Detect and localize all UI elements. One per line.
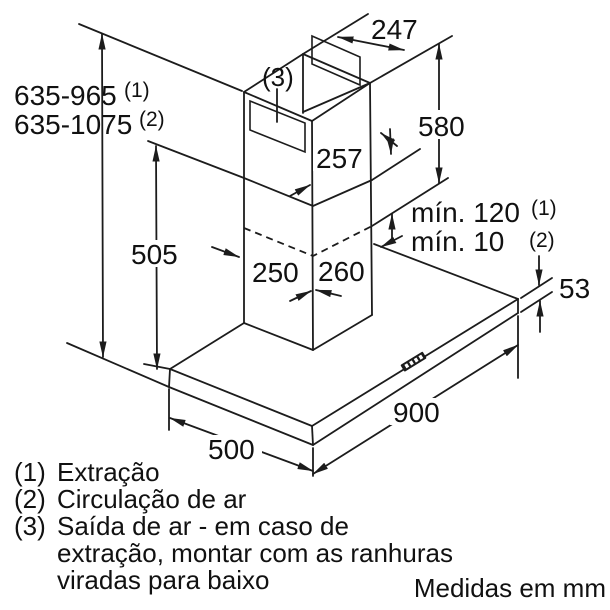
legend: (1) Extração (2) Circulação de ar (3) Sa…: [14, 457, 606, 603]
legend-3-num: (3): [14, 511, 46, 541]
legend-3-text-cont1: extração, montar com as ranhuras: [57, 538, 453, 568]
min-clearance-extraction-ref: (1): [531, 197, 557, 220]
legend-2-text: Circulação de ar: [57, 484, 247, 514]
dim-260-arrow: [315, 289, 342, 298]
canopy-thickness-label: 53: [559, 273, 590, 304]
units-note: Medidas em mm: [414, 573, 606, 603]
min-clearance-recirculation-label: mín. 10: [411, 226, 504, 257]
overlap-adjust-arrow-down: [386, 128, 394, 155]
thickness-tick-top: [520, 277, 553, 299]
dim-min-lower-arrow: [380, 235, 403, 248]
dimension-lines: [98, 33, 544, 475]
chimney-bottom-left: [243, 322, 314, 351]
chimney-top-rear-right: [302, 53, 371, 84]
legend-1-text: Extração: [57, 457, 160, 487]
hood-bottom-extension-left: [66, 342, 170, 388]
chimney-section-seam: [243, 177, 373, 207]
chimney-top-depth-label: 247: [371, 14, 418, 45]
chimney-inner-edge: [302, 82, 371, 113]
wall-height-label: 505: [131, 239, 178, 270]
legend-2-num: (2): [14, 484, 46, 514]
legend-3-text-cont2: viradas para baixo: [57, 565, 269, 595]
vent-ref-label: (3): [262, 62, 294, 92]
chimney-top-rear-left: [243, 53, 304, 93]
hood-top-front-left: [169, 368, 313, 427]
hood-depth-label: 500: [208, 434, 255, 465]
overlap-adjust-arrow-up: [380, 132, 398, 147]
chimney-width-right-label: 260: [318, 256, 365, 287]
chimney-top-extension-rear: [302, 13, 369, 55]
total-height-recirculation-label: 635-1075: [14, 109, 132, 140]
dim-257-arrow: [289, 184, 311, 197]
control-panel[interactable]: [400, 351, 427, 372]
hood-top-rear-left: [169, 322, 245, 370]
upper-chimney-height-label: 580: [418, 111, 465, 142]
chimney-right-edge: [369, 82, 373, 316]
hood-top-rear-right: [373, 243, 519, 300]
label-masks: [129, 110, 468, 462]
dashed-level-extension-right: [371, 177, 449, 227]
hood-left-corner-edge: [168, 368, 171, 388]
hood-width-label: 900: [393, 397, 440, 428]
legend-3-text: Saída de ar - em caso de: [57, 511, 349, 541]
total-height-extraction-ref: (1): [124, 79, 150, 102]
dim-total-height: [98, 33, 107, 358]
chimney-top-front-left: [243, 91, 313, 122]
total-height-recirculation-ref: (2): [139, 108, 165, 131]
dim-247: [337, 36, 405, 51]
chimney-top-front-right: [311, 82, 371, 122]
seam-extension-left: [147, 140, 245, 179]
hood-front-corner-edge: [311, 425, 314, 446]
chimney-bottom-right: [312, 314, 373, 351]
chimney-adjustable-dashed-line: [243, 225, 373, 257]
min-clearance-recirculation-ref: (2): [529, 229, 555, 252]
chimney-width-left-label: 250: [252, 257, 299, 288]
dimension-labels: 635-965 (1) 635-1075 (2) (3) 247 580 257…: [14, 14, 590, 465]
chimney-outline: [243, 34, 373, 351]
total-height-extraction-label: 635-965: [14, 80, 117, 111]
min-clearance-extraction-label: mín. 120: [411, 197, 520, 228]
legend-1-num: (1): [14, 457, 46, 487]
chimney-front-edge: [311, 120, 314, 351]
chimney-overlap-label: 257: [316, 143, 363, 174]
dashed-level-arrow-left: [211, 246, 240, 258]
air-outlet-vent-left: [249, 99, 306, 154]
seam-extension-right: [371, 148, 421, 181]
dim-250-arrow: [289, 290, 312, 302]
